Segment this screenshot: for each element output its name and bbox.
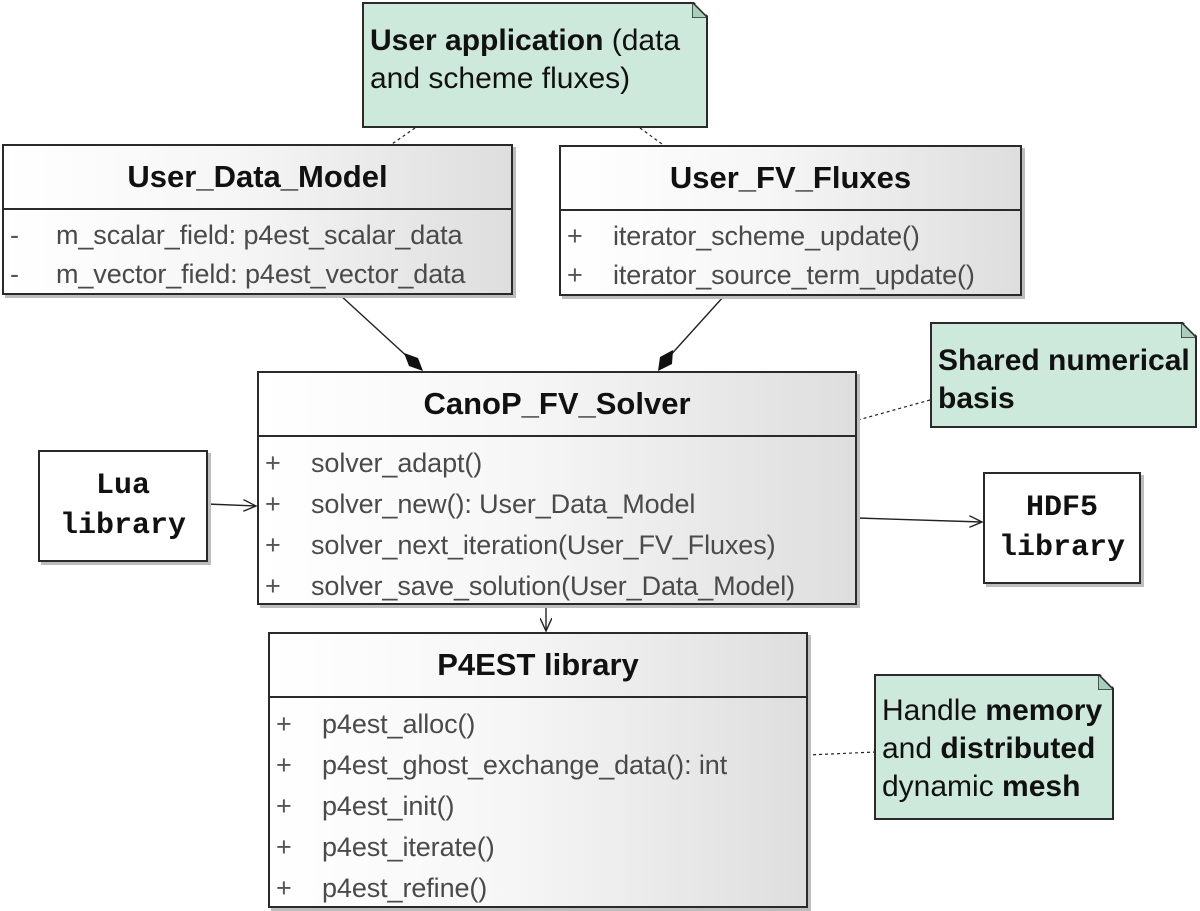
class-p4est-library[interactable]: P4EST library + p4est_alloc() + p4est_ghos… bbox=[268, 632, 808, 908]
note-fold-icon bbox=[1181, 322, 1197, 338]
operation-signature: p4est_alloc() bbox=[322, 709, 476, 739]
operation-row: + p4est_init() bbox=[270, 786, 806, 827]
operation-signature: solver_new(): User_Data_Model bbox=[311, 489, 696, 519]
visibility-public-icon: + bbox=[276, 791, 292, 821]
visibility-public-icon: + bbox=[265, 489, 281, 519]
class-user-fv-fluxes[interactable]: User_FV_Fluxes + iterator_scheme_update()… bbox=[559, 145, 1022, 296]
operation-row: + solver_adapt() bbox=[259, 443, 855, 484]
class-title: User_Data_Model bbox=[4, 146, 511, 210]
composition-diamond-data-model bbox=[404, 353, 423, 371]
class-title: CanoP_FV_Solver bbox=[259, 373, 855, 437]
dependency-solver-to-hdf5 bbox=[856, 518, 982, 522]
attribute-row: - m_scalar_field: p4est_scalar_data bbox=[4, 216, 511, 255]
operation-signature: p4est_iterate() bbox=[322, 832, 495, 862]
operation-row: + solver_save_solution(User_Data_Model) bbox=[259, 566, 855, 607]
visibility-public-icon: + bbox=[276, 750, 292, 780]
note-distributed-bold: distributed bbox=[940, 732, 1096, 765]
hdf5-library-line2: library bbox=[998, 531, 1126, 565]
operation-row: + iterator_source_term_update() bbox=[561, 256, 1020, 295]
note-fold-icon bbox=[1098, 674, 1114, 690]
operation-signature: solver_next_iteration(User_FV_Fluxes) bbox=[311, 530, 776, 560]
operation-row: + solver_next_iteration(User_FV_Fluxes) bbox=[259, 525, 855, 566]
class-members: + p4est_alloc() + p4est_ghost_exchange_dat… bbox=[270, 698, 806, 909]
class-members: + solver_adapt() + solver_new(): User_Data… bbox=[259, 437, 855, 607]
operation-signature: p4est_refine() bbox=[322, 873, 488, 903]
visibility-public-icon: + bbox=[276, 832, 292, 862]
operation-row: + p4est_ghost_exchange_data(): int bbox=[270, 745, 806, 786]
note-user-application-text: (data and scheme fluxes) bbox=[370, 24, 681, 95]
class-user-data-model[interactable]: User_Data_Model - m_scalar_field: p4est_s… bbox=[2, 144, 513, 295]
note-user-application: User application (data and scheme fluxes… bbox=[362, 2, 708, 128]
note-link-user-data-model bbox=[391, 127, 416, 145]
visibility-public-icon: + bbox=[265, 448, 281, 478]
class-members: + iterator_scheme_update() + iterator_sour… bbox=[561, 211, 1020, 295]
visibility-public-icon: + bbox=[265, 571, 281, 601]
note-memory-bold: memory bbox=[985, 694, 1103, 727]
operation-signature: p4est_ghost_exchange_data(): int bbox=[322, 750, 728, 780]
operation-row: + p4est_iterate() bbox=[270, 827, 806, 868]
visibility-public-icon: + bbox=[276, 709, 292, 739]
dependency-lua-to-solver bbox=[206, 504, 256, 506]
class-title: User_FV_Fluxes bbox=[561, 147, 1020, 211]
note-link-shared-basis bbox=[857, 399, 931, 421]
operation-signature: iterator_source_term_update() bbox=[613, 260, 975, 290]
composition-diamond-fv-fluxes bbox=[658, 350, 673, 371]
note-handle-memory: Handle memory and distributed dynamic me… bbox=[874, 674, 1114, 820]
note-link-user-fv-fluxes bbox=[639, 127, 663, 145]
lua-library-box[interactable]: Lua library bbox=[38, 450, 208, 562]
operation-signature: solver_adapt() bbox=[311, 448, 483, 478]
visibility-private-icon: - bbox=[10, 259, 19, 289]
operation-row: + p4est_refine() bbox=[270, 868, 806, 909]
operation-row: + p4est_alloc() bbox=[270, 704, 806, 745]
hdf5-library-line1: HDF5 bbox=[1025, 491, 1098, 525]
composition-line-data-model bbox=[339, 294, 412, 361]
note-user-application-bold: User application bbox=[370, 24, 604, 57]
operation-row: + iterator_scheme_update() bbox=[561, 217, 1020, 256]
hdf5-library-box[interactable]: HDF5 library bbox=[983, 472, 1141, 584]
lua-library-line1: Lua bbox=[95, 469, 150, 503]
operation-signature: p4est_init() bbox=[322, 791, 455, 821]
note-link-handle-memory bbox=[807, 751, 877, 756]
note-fold-icon bbox=[692, 2, 708, 18]
lua-library-line2: library bbox=[59, 509, 187, 543]
class-canop-fv-solver[interactable]: CanoP_FV_Solver + solver_adapt() + solver_… bbox=[257, 371, 857, 605]
visibility-private-icon: - bbox=[10, 220, 19, 250]
note-handle-text: Handle bbox=[882, 694, 986, 727]
operation-row: + solver_new(): User_Data_Model bbox=[259, 484, 855, 525]
attribute-row: - m_vector_field: p4est_vector_data bbox=[4, 255, 511, 294]
visibility-public-icon: + bbox=[567, 221, 583, 251]
attribute-signature: m_vector_field: p4est_vector_data bbox=[56, 259, 466, 289]
note-mesh-bold: mesh bbox=[1002, 770, 1081, 803]
note-dynamic-text: dynamic bbox=[882, 770, 1003, 803]
visibility-public-icon: + bbox=[276, 873, 292, 903]
note-and-text: and bbox=[882, 732, 941, 765]
note-shared-basis-text: Shared numerical basis bbox=[938, 344, 1190, 415]
operation-signature: solver_save_solution(User_Data_Model) bbox=[311, 571, 796, 601]
attribute-signature: m_scalar_field: p4est_scalar_data bbox=[56, 220, 463, 250]
class-title: P4EST library bbox=[270, 634, 806, 698]
visibility-public-icon: + bbox=[265, 530, 281, 560]
operation-signature: iterator_scheme_update() bbox=[613, 221, 920, 251]
class-members: - m_scalar_field: p4est_scalar_data - m_ve… bbox=[4, 210, 511, 294]
composition-line-fv-fluxes bbox=[667, 295, 725, 359]
visibility-public-icon: + bbox=[567, 260, 583, 290]
note-shared-numerical-basis: Shared numerical basis bbox=[930, 322, 1197, 428]
